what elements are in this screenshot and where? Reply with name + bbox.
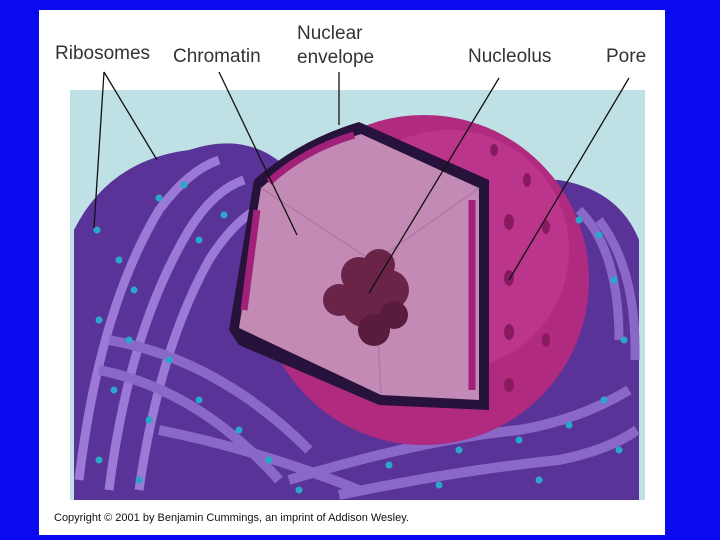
ribosome-dots — [93, 181, 628, 494]
label-chromatin: Chromatin — [173, 46, 261, 67]
slide-panel: Ribosomes Chromatin Nuclear envelope Nuc… — [39, 10, 665, 535]
pores — [490, 144, 550, 392]
label-pore: Pore — [606, 46, 647, 67]
label-nuclear-envelope-line1: Nuclear — [297, 23, 363, 44]
label-ribosomes: Ribosomes — [55, 43, 151, 64]
copyright-notice: Copyright © 2001 by Benjamin Cummings, a… — [54, 512, 409, 524]
nucleolus-mass — [323, 249, 409, 346]
label-nuclear-envelope-line2: envelope — [297, 47, 375, 68]
leader-lines — [93, 71, 630, 294]
cell-nucleus-diagram — [70, 71, 645, 501]
label-nucleolus: Nucleolus — [468, 46, 552, 67]
